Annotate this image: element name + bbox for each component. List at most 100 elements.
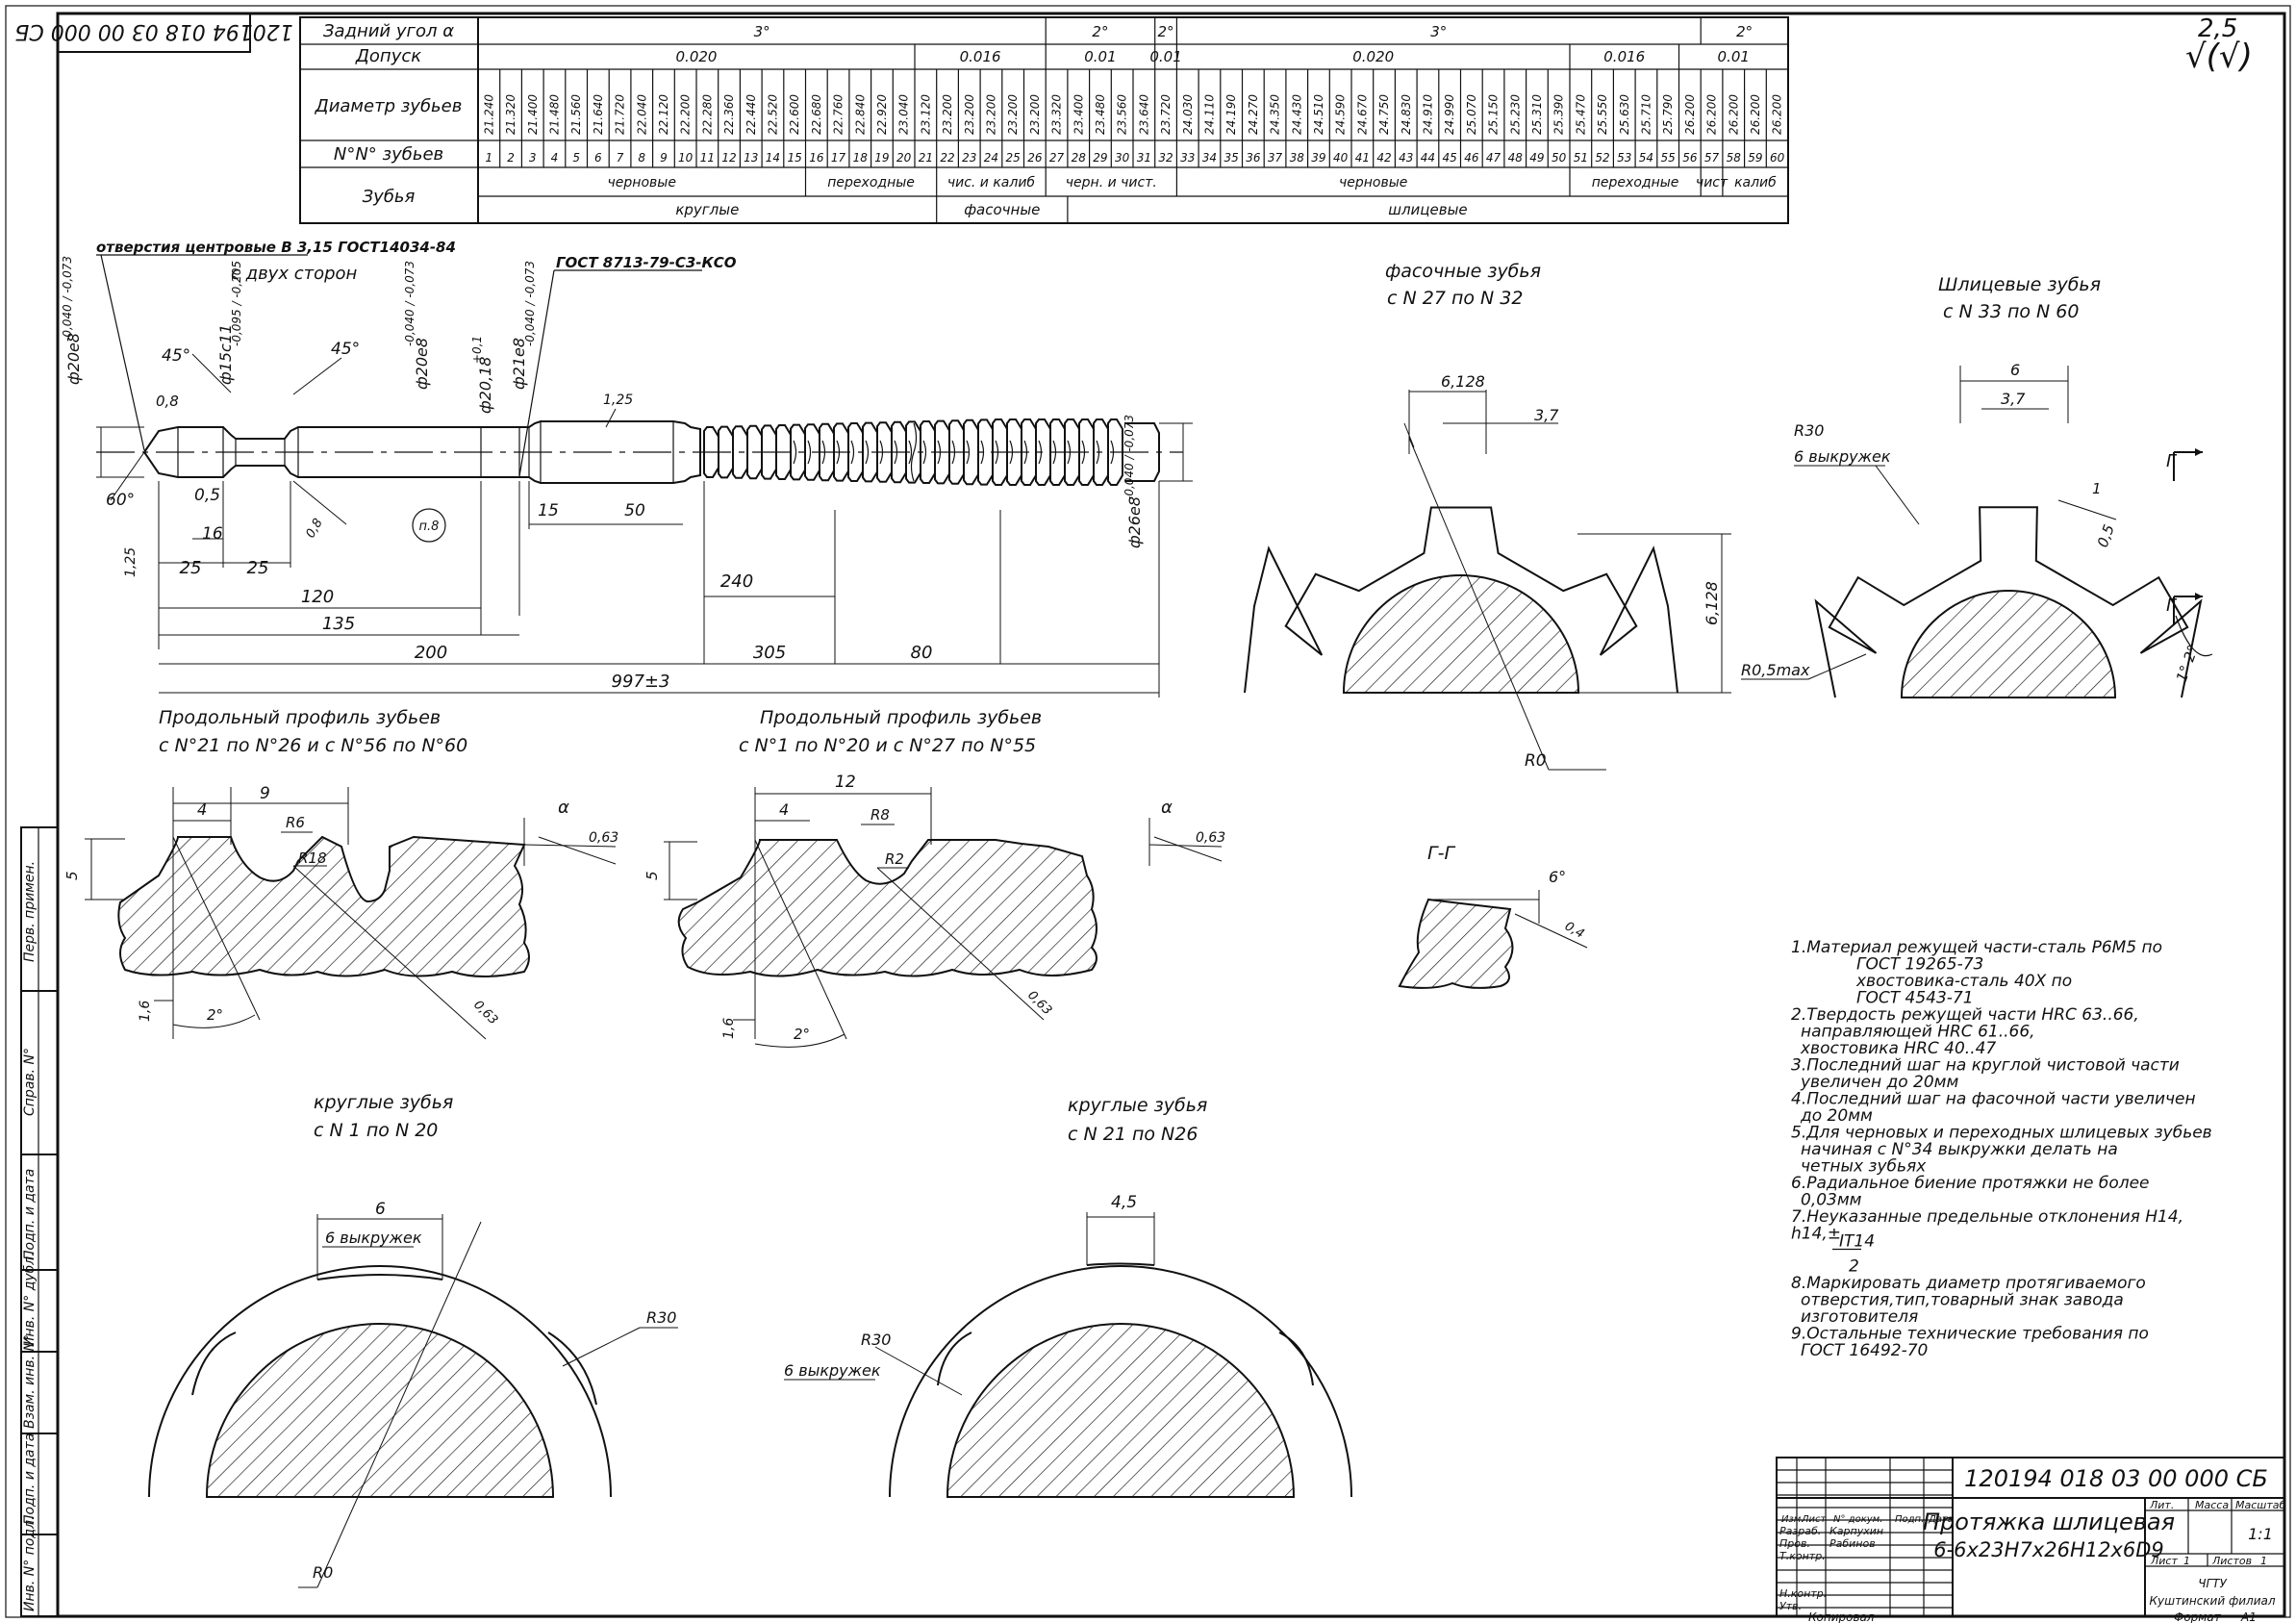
table-number-cell: 35: [1224, 151, 1239, 165]
table-number-cell: 20: [896, 151, 912, 165]
row-razrab: Разраб.: [1779, 1525, 1821, 1537]
table-group-cell: шлицевые: [1388, 201, 1467, 218]
dim-200: 200: [415, 643, 447, 663]
dim-d5-tol: -0,040 / -0,073: [523, 261, 537, 346]
table-diameter-cell: 24.110: [1202, 94, 1216, 135]
section-gg-rz: 0,4: [1562, 919, 1586, 941]
table-kind-cell: черновые: [608, 175, 676, 190]
row-tkontr: Т.контр.: [1779, 1550, 1826, 1562]
profile-b-alpha: α: [1161, 798, 1173, 818]
table-number-cell: 36: [1246, 151, 1261, 165]
note-line: начиная с N°34 выкружки делать на: [1801, 1140, 2118, 1159]
dim-d2: ф15с11: [216, 324, 235, 385]
table-diameter-cell: 25.790: [1661, 94, 1675, 135]
row-nkontr: Н.контр.: [1779, 1587, 1827, 1600]
table-diameter-cell: 23.040: [897, 94, 911, 135]
profile-b-r8: R8: [870, 806, 890, 824]
section-gg-shape: [1398, 898, 1514, 989]
stamp-reference: Справ. N°: [22, 1048, 38, 1116]
stamp-repl-inv: Взам. инв. N°: [22, 1334, 38, 1429]
table-kind-cell: чист: [1696, 175, 1728, 190]
note-line: отверстия,тип,товарный знак завода: [1801, 1291, 2124, 1310]
dim-15: 15: [538, 501, 559, 520]
table-number-cell: 2: [507, 151, 515, 165]
table-number-cell: 48: [1508, 151, 1524, 165]
table-tolerance-cell: 0.020: [676, 48, 718, 65]
title-name-1: Протяжка шлицевая: [1923, 1509, 2175, 1535]
gost-note: ГОСТ 8713-79-С3-КСО: [556, 254, 737, 271]
table-number-cell: 16: [809, 151, 824, 165]
dim-25a: 25: [180, 558, 202, 578]
table-diameter-cell: 23.200: [963, 94, 976, 135]
note-line: 1.Материал режущей части-сталь Р6М5 по: [1791, 938, 2162, 957]
table-diameter-cell: 23.320: [1050, 94, 1064, 135]
table-diameter-cell: 25.550: [1596, 94, 1609, 135]
dim-16: 16: [202, 524, 223, 544]
inner-frame: [56, 12, 2286, 1618]
profile-b-view: Продольный профиль зубьев с N°1 по N°20 …: [643, 707, 1225, 1048]
dim-r125b: 1,25: [123, 547, 139, 577]
profile-b-ang: 2°: [794, 1026, 810, 1043]
round-teeth-b: круглые зубья с N 21 по N26 4,5 R30 6 вы…: [784, 1095, 1352, 1498]
profile-a-rz: 0,63: [589, 830, 618, 846]
table-number-cell: 60: [1770, 151, 1785, 165]
chamfer-width: 6,128: [1441, 372, 1485, 391]
table-diameter-cell: 22.840: [853, 94, 867, 135]
table-number-cell: 44: [1421, 151, 1435, 165]
row-label-diameter: Диаметр зубьев: [315, 96, 463, 116]
table-diameter-cell: 22.520: [766, 94, 779, 135]
note-line: хвостовика-сталь 40Х по: [1855, 972, 2072, 991]
table-number-cell: 49: [1529, 151, 1544, 165]
round-a-r0: R0: [313, 1563, 333, 1582]
dim-angle45b: 45°: [331, 340, 360, 359]
profile-a-section: [117, 835, 530, 977]
spline-w37: 3,7: [2001, 390, 2026, 408]
table-diameter-cell: 22.200: [679, 94, 693, 135]
profile-a-alpha: α: [558, 798, 569, 818]
round-a-subtitle: с N 1 по N 20: [314, 1120, 438, 1141]
view-marker-label: п.8: [419, 520, 440, 534]
table-number-cell: 45: [1443, 151, 1457, 165]
round-a-core: [205, 1323, 555, 1498]
table-number-cell: 4: [551, 151, 559, 165]
table-number-cell: 25: [1006, 151, 1021, 165]
profile-b-section: [677, 839, 1098, 977]
dim-80: 80: [911, 643, 933, 663]
table-number-cell: 50: [1552, 151, 1567, 165]
note-line: увеличен до 20мм: [1800, 1073, 1958, 1092]
title-lit: Лит.: [2149, 1499, 2174, 1511]
round-a-width: 6: [375, 1200, 386, 1219]
profile-b-r2: R2: [885, 850, 904, 868]
dim-120: 120: [301, 587, 334, 607]
table-number-cell: 28: [1072, 151, 1087, 165]
table-diameter-cell: 24.190: [1224, 94, 1238, 135]
profile-a-r6: R6: [286, 814, 305, 831]
table-diameter-cell: 25.710: [1639, 94, 1653, 135]
dim-25b: 25: [247, 558, 269, 578]
table-number-cell: 18: [853, 151, 869, 165]
col-doc: N° докум.: [1833, 1514, 1882, 1525]
table-number-cell: 26: [1027, 151, 1043, 165]
round-teeth-a: круглые зубья с N 1 по N 20 6 6 выкружек…: [148, 1092, 678, 1588]
dim-angle45a: 45°: [162, 346, 190, 366]
table-diameter-cell: 23.400: [1072, 94, 1085, 135]
dim-50: 50: [624, 501, 645, 520]
spline-core: [1900, 590, 2117, 698]
table-diameter-cell: 21.240: [482, 94, 495, 135]
table-number-cell: 14: [766, 151, 780, 165]
table-diameter-cell: 21.320: [504, 94, 517, 135]
title-code: 120194 018 03 00 000 СБ: [1964, 1465, 2268, 1492]
dim-r08: 0,8: [303, 517, 325, 541]
chamfer-title: фасочные зубья: [1385, 261, 1541, 282]
roughness-mark: 2,5 √(√): [2185, 14, 2253, 76]
table-diameter-cell: 22.440: [744, 94, 758, 135]
profile-b-h: 5: [643, 871, 661, 880]
table-number-cell: 19: [874, 151, 889, 165]
table-diameter-cell: 24.350: [1269, 94, 1282, 135]
note-line: 8.Маркировать диаметр протягиваемого: [1791, 1274, 2146, 1293]
table-number-cell: 21: [919, 151, 933, 165]
table-number-cell: 17: [831, 151, 846, 165]
shank-outline: [142, 420, 701, 484]
format-label: Формат: [2174, 1610, 2222, 1623]
table-number-cell: 59: [1748, 151, 1762, 165]
